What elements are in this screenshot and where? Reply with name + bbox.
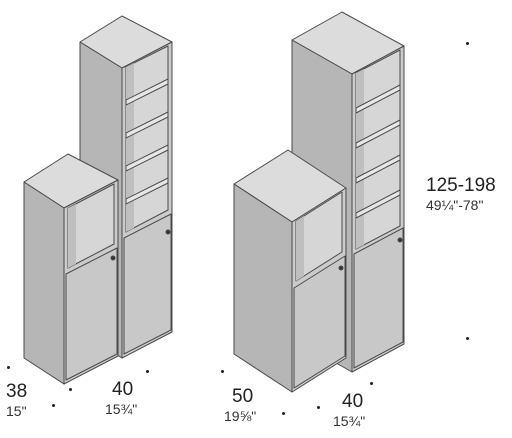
- dimension-dot: [221, 370, 224, 373]
- dimension-dot: [370, 382, 373, 385]
- right-tall-door: [353, 227, 404, 369]
- dimension-dot: [282, 412, 285, 415]
- right-short-door: [293, 255, 346, 389]
- dimension-dot: [466, 42, 469, 45]
- set2-depth-cm: 50: [232, 386, 254, 407]
- right-tall-door-knob: [397, 237, 403, 243]
- right-short-door-knob: [338, 265, 344, 271]
- left-short-cabinet: [23, 153, 119, 385]
- left-short-door-knob: [110, 255, 116, 261]
- right-tall-shelf: [355, 119, 401, 149]
- set1-width-in: 15¾": [105, 401, 138, 417]
- dimension-dot: [69, 388, 72, 391]
- set2-depth-in: 19⅝": [224, 408, 257, 424]
- set1-depth-in: 15": [6, 403, 27, 419]
- left-tall-door: [123, 213, 172, 355]
- right-tall-shelf: [355, 189, 401, 219]
- dimension-dot: [7, 366, 10, 369]
- right-tall-shelf: [355, 84, 401, 114]
- right-tall-shelf: [355, 154, 401, 184]
- set1-depth-cm: 38: [6, 381, 28, 402]
- right-short-cabinet: [233, 149, 347, 393]
- dimension-dot: [52, 404, 55, 407]
- height-cm: 125-198: [426, 175, 496, 196]
- left-short-side: [23, 181, 65, 385]
- height-in: 49¼"-78": [426, 197, 484, 213]
- left-short-door: [65, 247, 118, 381]
- left-tall-shelf: [125, 144, 169, 172]
- left-tall-shelf: [125, 78, 169, 106]
- dimension-dot: [466, 337, 469, 340]
- set2-width-cm: 40: [342, 391, 364, 412]
- left-tall-shelf: [125, 177, 169, 205]
- set2-width-in: 15¾": [333, 413, 366, 429]
- set1-width-cm: 40: [112, 379, 134, 400]
- left-tall-shelf: [125, 111, 169, 139]
- left-tall-door-knob: [165, 229, 171, 235]
- dimension-dot: [317, 406, 320, 409]
- dimension-dot: [146, 370, 149, 373]
